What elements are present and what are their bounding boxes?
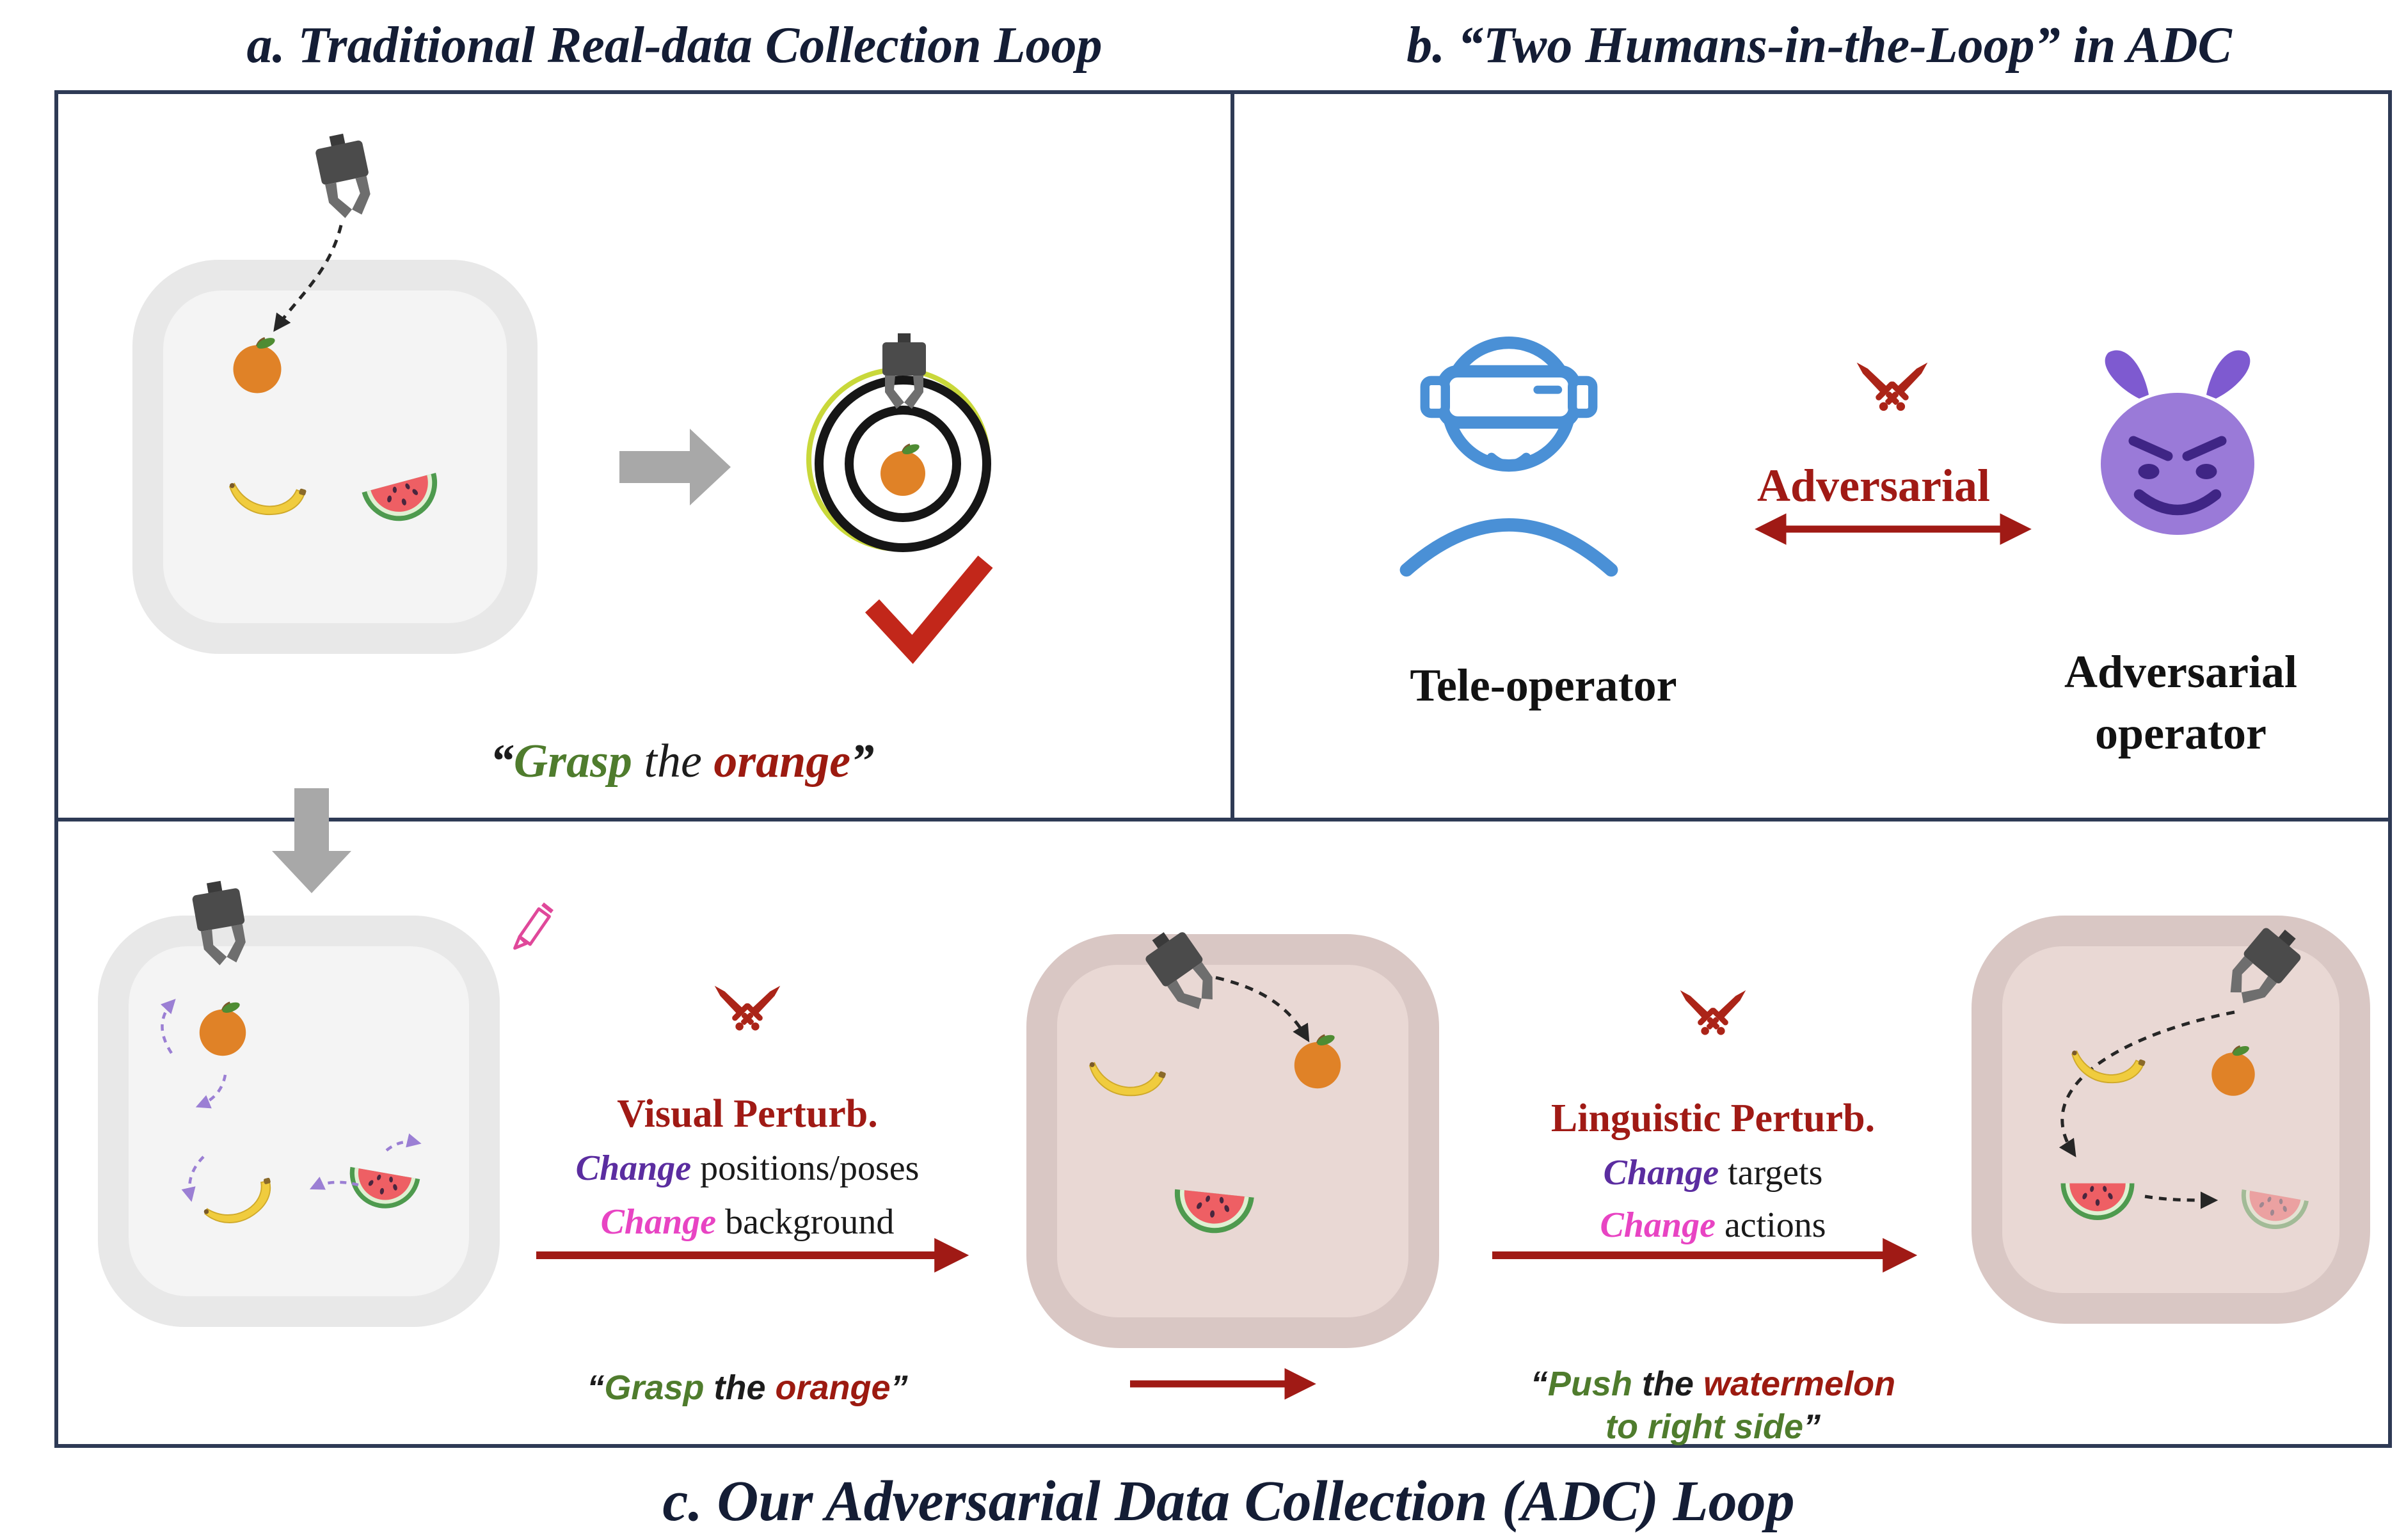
scene-adc-visual-perturbed [1026,922,1439,1348]
caption-mid: the [704,1369,776,1407]
panel-c-title: c. Our Adversarial Data Collection (ADC)… [662,1470,1795,1533]
caption-push-line1: “Push the watermelon [1531,1363,1895,1406]
vr-teleoperator-icon [1406,343,1611,570]
verb-grasp: Grasp [604,1369,705,1407]
devil-icon [2101,351,2254,535]
open-quote: “ [1530,1365,1548,1403]
instruction-caption-grasp: “Grasp the orange” [490,734,874,789]
adversarial-operator-line2: operator [2095,708,2267,759]
table-surface [129,946,469,1296]
line2-rest: actions [1715,1205,1826,1245]
change-emphasis: Change [1600,1205,1716,1245]
push-direction-text: to right side [1605,1408,1803,1446]
table-surface [1057,965,1408,1317]
target-icon [806,333,991,552]
change-emphasis: Change [575,1148,692,1188]
caption-mid: the [1632,1365,1703,1403]
grasp-trajectory-arrow [1215,976,1310,1043]
crossed-swords-icon [1672,982,1754,1042]
gray-arrow-down [272,788,351,893]
crossed-swords-icon [1848,354,1936,418]
visual-perturb-title: Visual Perturb. [617,1092,878,1136]
open-quote: “ [490,735,514,788]
object-orange: orange [713,735,851,788]
caption-push-watermelon: “Push the watermelon to right side” [1531,1363,1895,1449]
linguistic-perturb-line2: Change actions [1600,1205,1826,1246]
adversarial-label: Adversarial [1757,460,1990,511]
panel-a-title: a. Traditional Real-data Collection Loop [246,17,1103,74]
verb-grasp: Grasp [513,735,632,788]
panel-divider-horizontal [57,818,2389,822]
grasp-trajectory-arrow [273,225,343,332]
table-surface [2002,946,2339,1293]
close-quote: ” [1803,1408,1820,1446]
figure-frame [54,90,2392,1448]
object-watermelon: watermelon [1703,1365,1896,1403]
caption-push-line2: to right side” [1531,1406,1895,1449]
linguistic-perturb-line1: Change targets [1604,1152,1823,1193]
pencil-icon [515,904,553,948]
gripper-icon [312,130,377,221]
linguistic-perturb-title: Linguistic Perturb. [1550,1097,1876,1140]
verb-push: Push [1547,1365,1632,1403]
adversarial-operator-label: Adversarial operator [2064,641,2297,764]
crossed-swords-icon [706,978,788,1038]
teleoperator-label: Tele-operator [1410,660,1677,711]
table-surface [163,290,507,623]
line2-rest: background [716,1202,895,1242]
perturb-motion-arrows [161,999,422,1202]
panel-divider-vertical [1231,94,1234,822]
caption-mid: the [632,735,714,788]
open-quote: “ [587,1369,605,1407]
line1-rest: targets [1719,1153,1823,1193]
gray-arrow-right [619,429,731,505]
panel-b-title: b. “Two Humans-in-the-Loop” in ADC [1406,17,2232,74]
push-trajectory-arrow [2059,1010,2235,1157]
visual-perturb-line2: Change background [601,1202,895,1242]
object-orange: orange [775,1369,891,1407]
change-emphasis: Change [600,1202,717,1242]
change-emphasis: Change [1603,1153,1719,1193]
adversarial-operator-line1: Adversarial [2064,646,2297,697]
close-quote: ” [850,735,875,788]
line1-rest: positions/poses [691,1148,920,1188]
close-quote: ” [890,1369,908,1407]
scene-adc-linguistic-perturbed [1972,916,2370,1324]
checkmark-icon [864,555,993,664]
scene-adc-original [98,878,552,1327]
visual-perturb-line1: Change positions/poses [576,1148,920,1189]
push-direction-arrow [2144,1191,2219,1209]
caption-grasp-orange: “Grasp the orange” [587,1368,907,1408]
scene-traditional [132,130,538,654]
